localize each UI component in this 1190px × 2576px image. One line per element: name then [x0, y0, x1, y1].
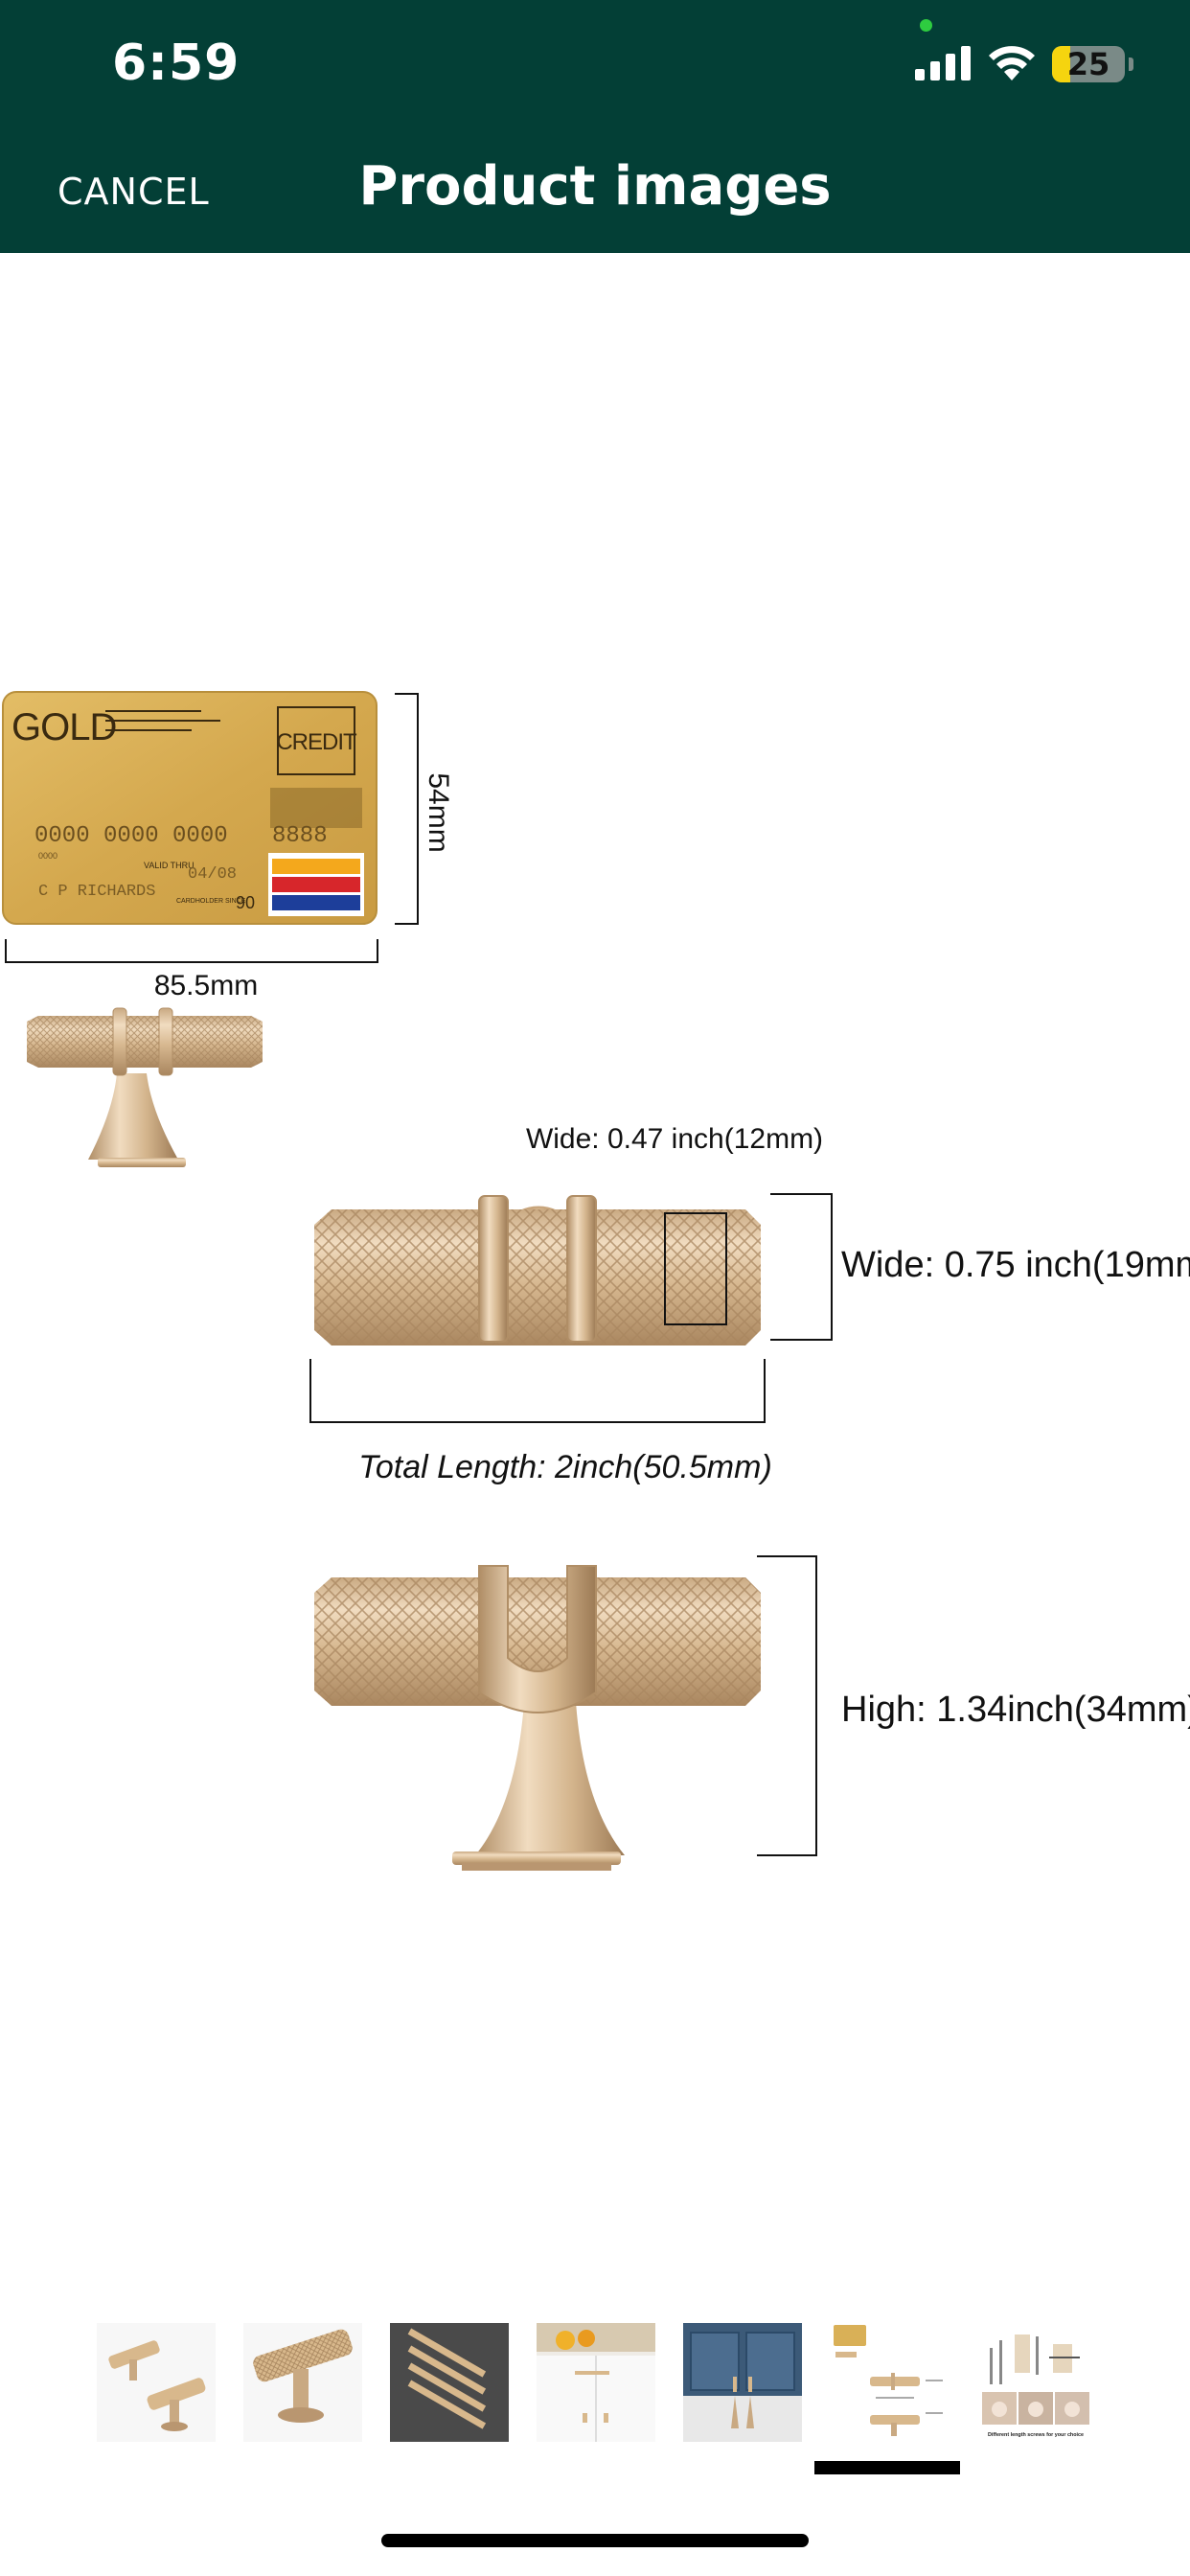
card-width-label: 85.5mm: [154, 970, 258, 1001]
card-type: CREDIT: [276, 729, 357, 755]
knob-scale-small: [27, 1007, 263, 1167]
card-expiry: 04/08: [188, 865, 237, 884]
wifi-icon: [989, 46, 1035, 80]
thumbnail-7-caption: Different length screws for your choice: [988, 2432, 1084, 2438]
thumbnail-6-image: [830, 2323, 949, 2442]
app-header: 6:59 25 CANCEL Product images: [0, 0, 1190, 253]
thumbnail-7-image: Different length screws for your choice: [976, 2323, 1095, 2442]
credit-card-reference: GOLD CREDIT 0000 0000 0000 8888 0000 VAL…: [2, 691, 378, 925]
knob-top-view: [314, 1195, 761, 1346]
card-brand: GOLD: [11, 706, 116, 748]
card-member-since: 90: [236, 893, 255, 912]
card-number-end: 8888: [272, 823, 328, 849]
thumbnail-1[interactable]: [97, 2323, 216, 2442]
selected-thumbnail-indicator: [814, 2461, 960, 2474]
total-length-label: Total Length: 2inch(50.5mm): [358, 1449, 772, 1485]
camera-indicator-icon: [920, 19, 932, 32]
card-member-since-label: CARDHOLDER SINCE: [176, 898, 246, 905]
wide-side-label: Wide: 0.75 inch(19mm): [841, 1245, 1190, 1285]
cancel-button[interactable]: CANCEL: [57, 171, 210, 213]
high-label: High: 1.34inch(34mm): [841, 1690, 1190, 1730]
battery-icon: 25: [1052, 46, 1125, 82]
product-dimension-image[interactable]: GOLD CREDIT 0000 0000 0000 8888 0000 VAL…: [0, 671, 1190, 1917]
thumbnail-6[interactable]: [830, 2323, 949, 2442]
thumbnail-strip: Different length screws for your choice: [0, 2323, 1190, 2476]
card-height-label: 54mm: [423, 772, 454, 852]
battery-percentage: 25: [1066, 46, 1110, 82]
card-valid-thru: VALID THRU: [144, 861, 195, 870]
thumbnail-7[interactable]: Different length screws for your choice: [976, 2323, 1095, 2442]
thumbnail-4-image: [537, 2323, 655, 2442]
cellular-signal-icon: [915, 46, 971, 80]
card-number: 0000 0000 0000: [34, 823, 228, 849]
thumbnail-2-image: [243, 2323, 362, 2442]
thumbnail-5-image: [683, 2323, 802, 2442]
home-indicator[interactable]: [381, 2534, 809, 2547]
thumbnail-5[interactable]: [683, 2323, 802, 2442]
thumbnail-3[interactable]: [390, 2323, 509, 2442]
battery-level: [1052, 46, 1070, 82]
thumbnail-1-image: [97, 2323, 216, 2442]
card-holder: C P RICHARDS: [38, 883, 155, 901]
page-title: Product images: [358, 155, 832, 218]
battery-tip: [1129, 58, 1133, 71]
thumbnail-4[interactable]: [537, 2323, 655, 2442]
status-time: 6:59: [112, 34, 240, 92]
thumbnail-3-image: [390, 2323, 509, 2442]
wide-top-label: Wide: 0.47 inch(12mm): [526, 1123, 823, 1155]
thumbnail-2[interactable]: [243, 2323, 362, 2442]
knob-front-view: [314, 1565, 761, 1871]
card-small-code: 0000: [38, 851, 57, 861]
